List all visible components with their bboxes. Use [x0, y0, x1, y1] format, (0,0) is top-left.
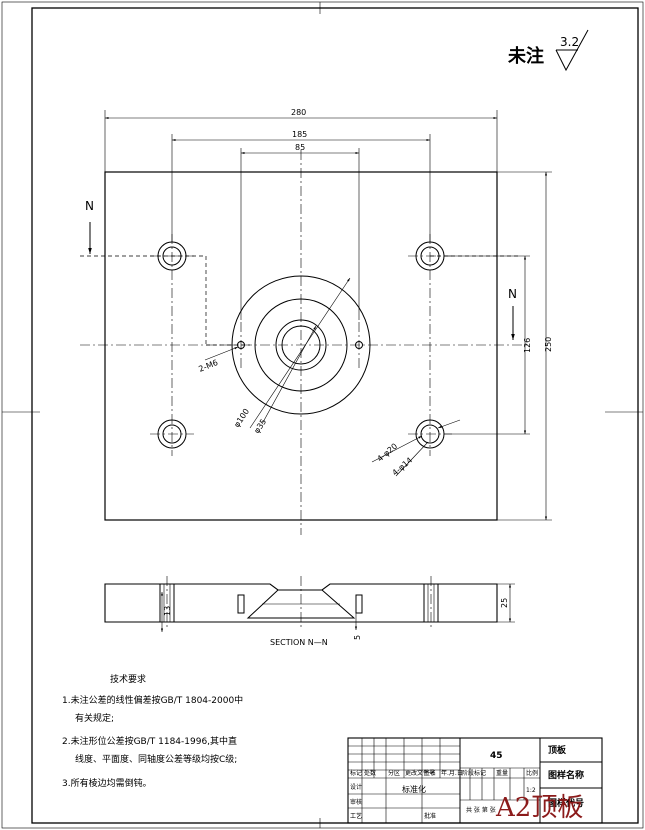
svg-text:更改文件号: 更改文件号 — [405, 769, 435, 777]
roughness-label: 未注 — [508, 45, 544, 67]
svg-text:标准化: 标准化 — [402, 784, 426, 794]
svg-text:年.月.日: 年.月.日 — [441, 769, 463, 777]
drawing-name: 图样名称 — [548, 769, 584, 781]
section-view — [104, 576, 498, 630]
svg-text:处数: 处数 — [364, 769, 376, 777]
svg-text:工艺: 工艺 — [350, 812, 362, 820]
svg-text:13: 13 — [163, 606, 172, 616]
svg-text:设计: 设计 — [350, 783, 362, 791]
svg-text:批准: 批准 — [424, 812, 436, 820]
svg-text:N: N — [508, 287, 517, 301]
svg-text:3.所有棱边均需倒钝。: 3.所有棱边均需倒钝。 — [62, 777, 152, 789]
roughness-value: 3.2 — [560, 35, 579, 49]
svg-text:N: N — [85, 199, 94, 213]
svg-text:250: 250 — [544, 337, 553, 352]
svg-text:标记: 标记 — [350, 769, 362, 777]
section-label: SECTION N—N — [270, 638, 328, 647]
svg-text:重量: 重量 — [496, 769, 508, 777]
dim-280: 280 — [104, 108, 498, 172]
svg-text:85: 85 — [295, 143, 305, 152]
dim-d35: φ35 — [252, 325, 317, 435]
svg-text:280: 280 — [291, 108, 306, 117]
svg-text:比例: 比例 — [526, 769, 538, 777]
dim-85: 85 — [240, 143, 360, 320]
svg-text:4-φ20: 4-φ20 — [376, 442, 400, 464]
svg-text:1:2: 1:2 — [526, 787, 536, 794]
watermark: A2顶板 — [495, 793, 583, 823]
dim-185: 185 — [171, 130, 431, 242]
svg-text:4-φ14: 4-φ14 — [391, 456, 415, 478]
dim-250: 250 — [497, 171, 553, 521]
svg-text:φ100: φ100 — [232, 407, 251, 429]
svg-text:阶段标记: 阶段标记 — [462, 769, 486, 777]
svg-text:25: 25 — [500, 598, 509, 608]
svg-text:2-M6: 2-M6 — [197, 358, 219, 374]
dim-25: 25 — [497, 583, 515, 623]
material: 45 — [490, 751, 503, 761]
drawing-no: 图样代号 — [548, 797, 584, 809]
part-name: 顶板 — [548, 744, 567, 756]
dim-4-d14: 4-φ14 — [391, 419, 461, 478]
svg-text:126: 126 — [523, 338, 532, 353]
svg-text:φ35: φ35 — [252, 417, 268, 435]
svg-text:185: 185 — [292, 130, 307, 139]
dim-4-d20: 4-φ20 — [371, 435, 423, 464]
svg-text:共 张 第 张: 共 张 第 张 — [466, 806, 496, 814]
plan-view — [80, 150, 530, 535]
dim-126: 126 — [444, 255, 532, 435]
title-block: 45 顶板 图样名称 图样代号 标记 处数 分区 更改文件号 签名 年.月.日 … — [347, 737, 603, 824]
svg-text:5: 5 — [353, 635, 362, 640]
notes-title: 技术要求 — [110, 673, 146, 685]
svg-text:审核: 审核 — [350, 798, 362, 806]
svg-text:签名: 签名 — [424, 769, 436, 777]
technical-notes: 技术要求 1.未注公差的线性偏差按GB/T 1804-2000中 有关规定; 2… — [62, 673, 243, 789]
svg-text:1.未注公差的线性偏差按GB/T 1804-2000中: 1.未注公差的线性偏差按GB/T 1804-2000中 — [62, 694, 243, 706]
dim-13: 13 — [160, 592, 172, 632]
roughness-note: 未注 3.2 — [508, 29, 589, 72]
svg-text:2.未注形位公差按GB/T 1184-1996,其中直: 2.未注形位公差按GB/T 1184-1996,其中直 — [62, 735, 237, 747]
section-marker-right: N — [508, 287, 517, 340]
section-marker-left: N — [85, 199, 94, 254]
svg-text:分区: 分区 — [388, 769, 400, 777]
svg-text:有关规定;: 有关规定; — [75, 712, 114, 724]
dim-5: 5 — [353, 610, 362, 640]
svg-text:线度、平面度、同轴度公差等级均按C级;: 线度、平面度、同轴度公差等级均按C级; — [75, 753, 237, 765]
